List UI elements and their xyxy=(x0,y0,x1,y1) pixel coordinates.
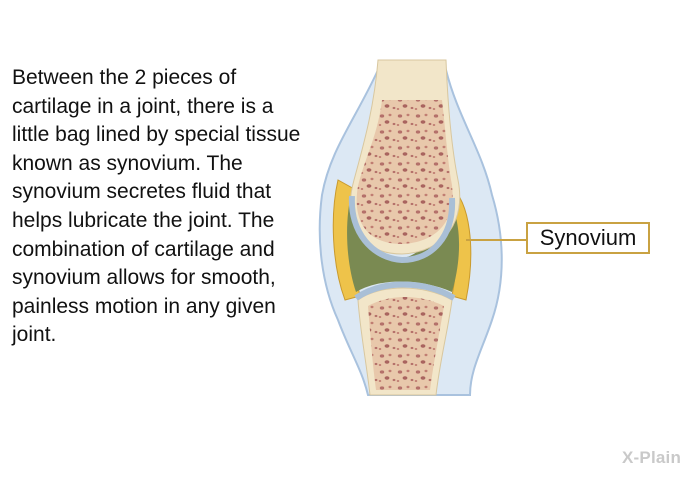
femur-marrow xyxy=(356,100,453,244)
tibia-cartilage xyxy=(354,281,456,301)
xplain-watermark: X-Plain xyxy=(622,448,682,467)
femur-cartilage xyxy=(348,195,456,264)
synovium-label: Synovium xyxy=(526,222,650,254)
description-text: Between the 2 pieces of cartilage in a j… xyxy=(12,66,301,347)
synovial-cavity xyxy=(347,190,460,292)
tibia-marrow xyxy=(368,297,444,390)
